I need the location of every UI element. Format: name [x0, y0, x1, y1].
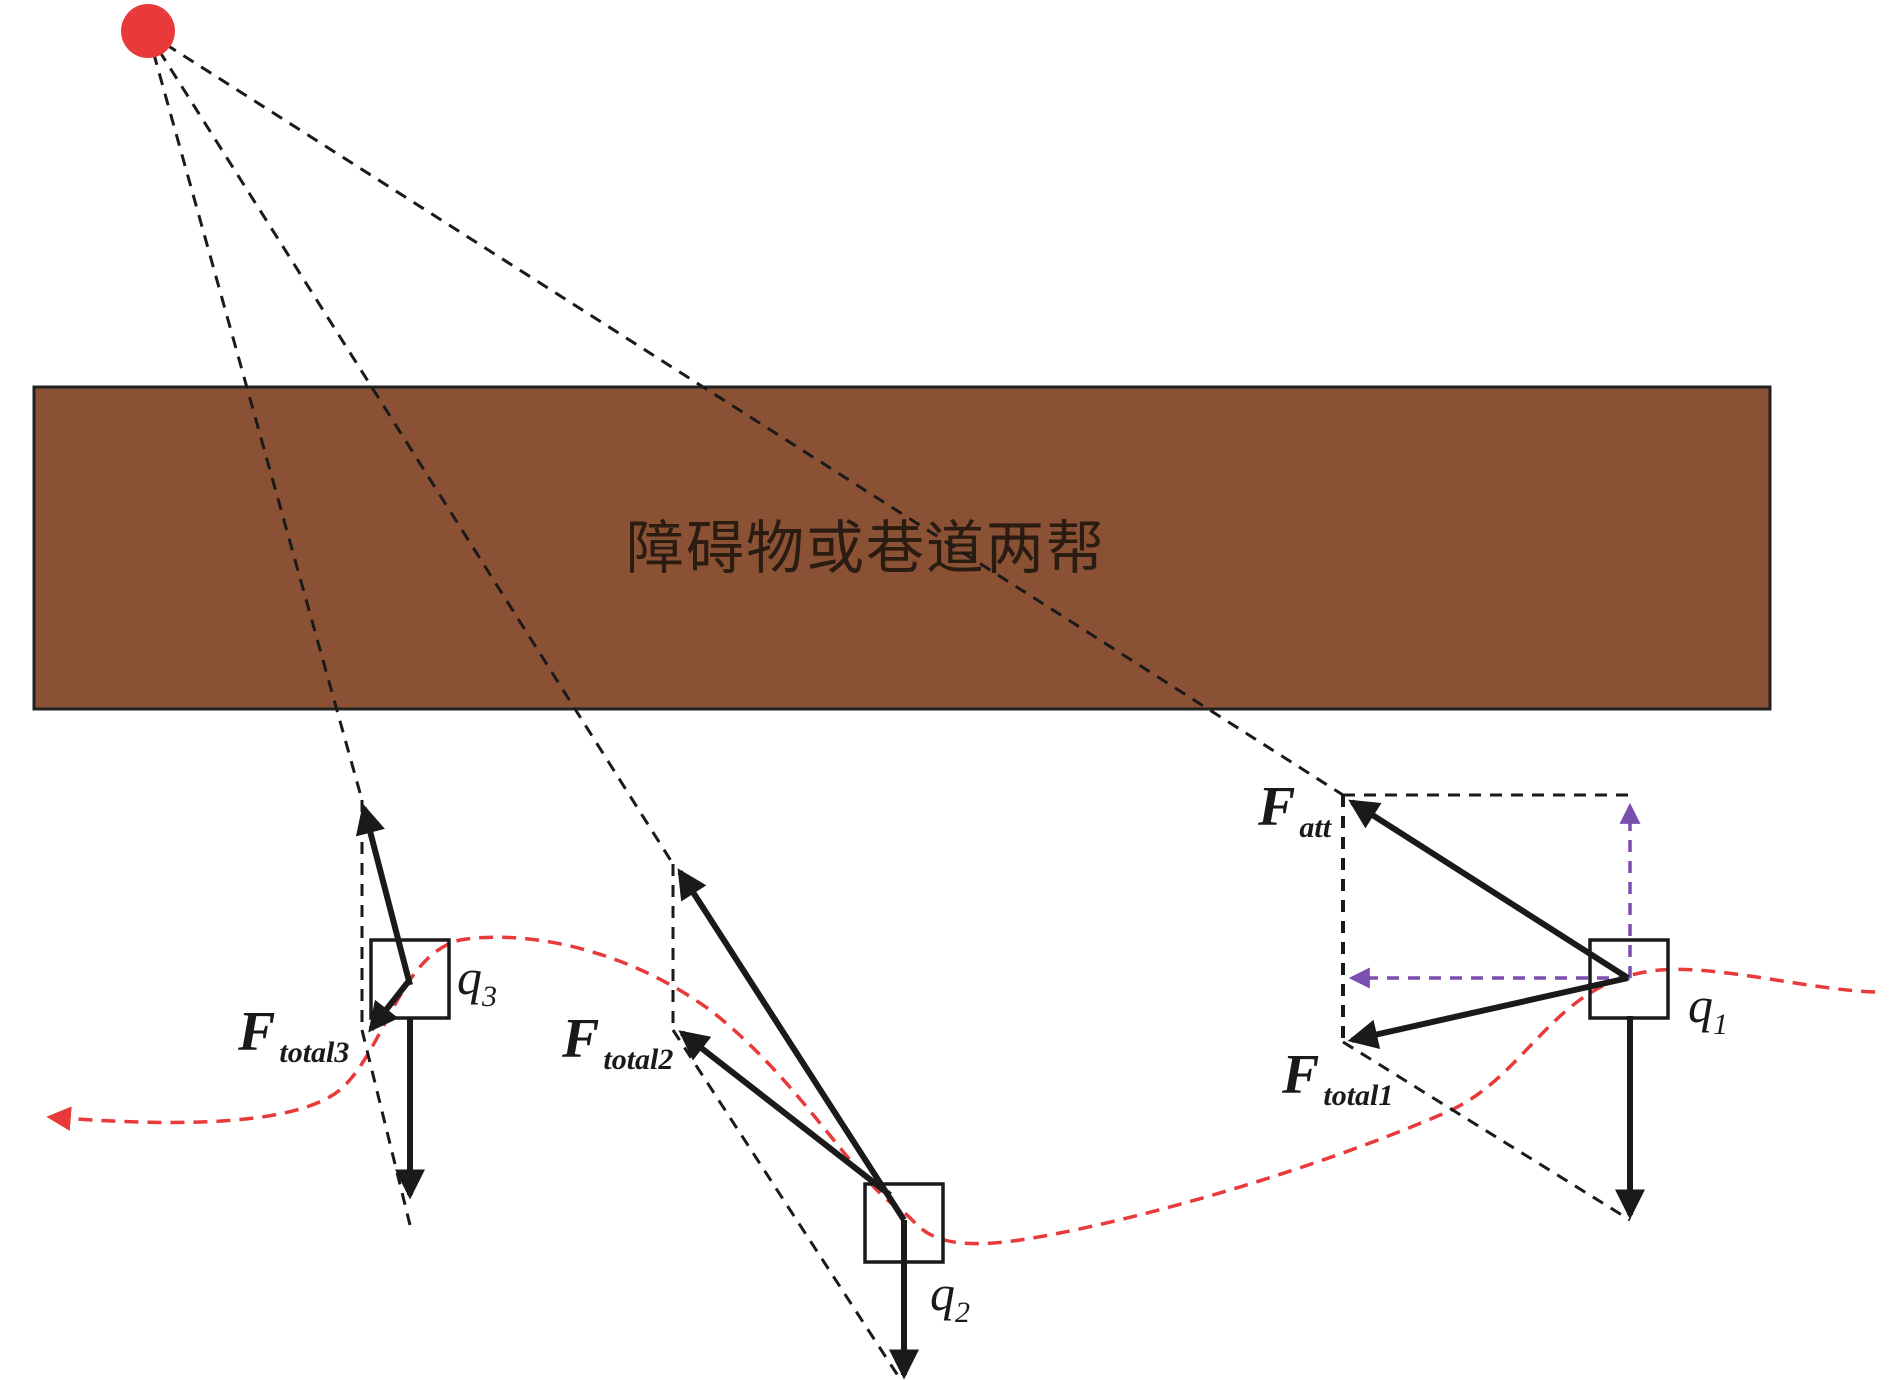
- robot-q3-box: [369, 938, 451, 1020]
- q1-attractive-force-arrow: [1348, 799, 1630, 981]
- q2-attractive-force-arrow: [677, 868, 907, 1222]
- guide-line-3: [146, 32, 364, 801]
- robot-q3-label: q3: [457, 949, 497, 1013]
- guide-line-1: [147, 31, 1344, 797]
- guide-line-2: [146, 32, 675, 865]
- robot-q1-label: q1: [1688, 977, 1728, 1041]
- robot-q1-box: [1588, 938, 1670, 1020]
- goal-guide-lines: [146, 31, 1344, 865]
- q3-total-force-arrow: [368, 980, 411, 1033]
- q2-total-extension: [671, 1029, 903, 1380]
- obstacle-rect: [32, 385, 1772, 711]
- planned-path: [46, 935, 1876, 1246]
- q2-total-force-arrow: [678, 1030, 892, 1198]
- q1-total-force-arrow: [1347, 975, 1629, 1050]
- obstacle: 障碍物或巷道两帮: [32, 385, 1772, 711]
- robot-q2-label: q2: [930, 1265, 970, 1329]
- robot-q2-box: [863, 1182, 945, 1264]
- q3-total-extension: [360, 1029, 412, 1226]
- q3-attractive-force-arrow: [355, 803, 413, 986]
- q1-total-extension: [1342, 1040, 1631, 1222]
- obstacle-label: 障碍物或巷道两帮: [626, 514, 1106, 582]
- goal-point-icon: [121, 4, 175, 58]
